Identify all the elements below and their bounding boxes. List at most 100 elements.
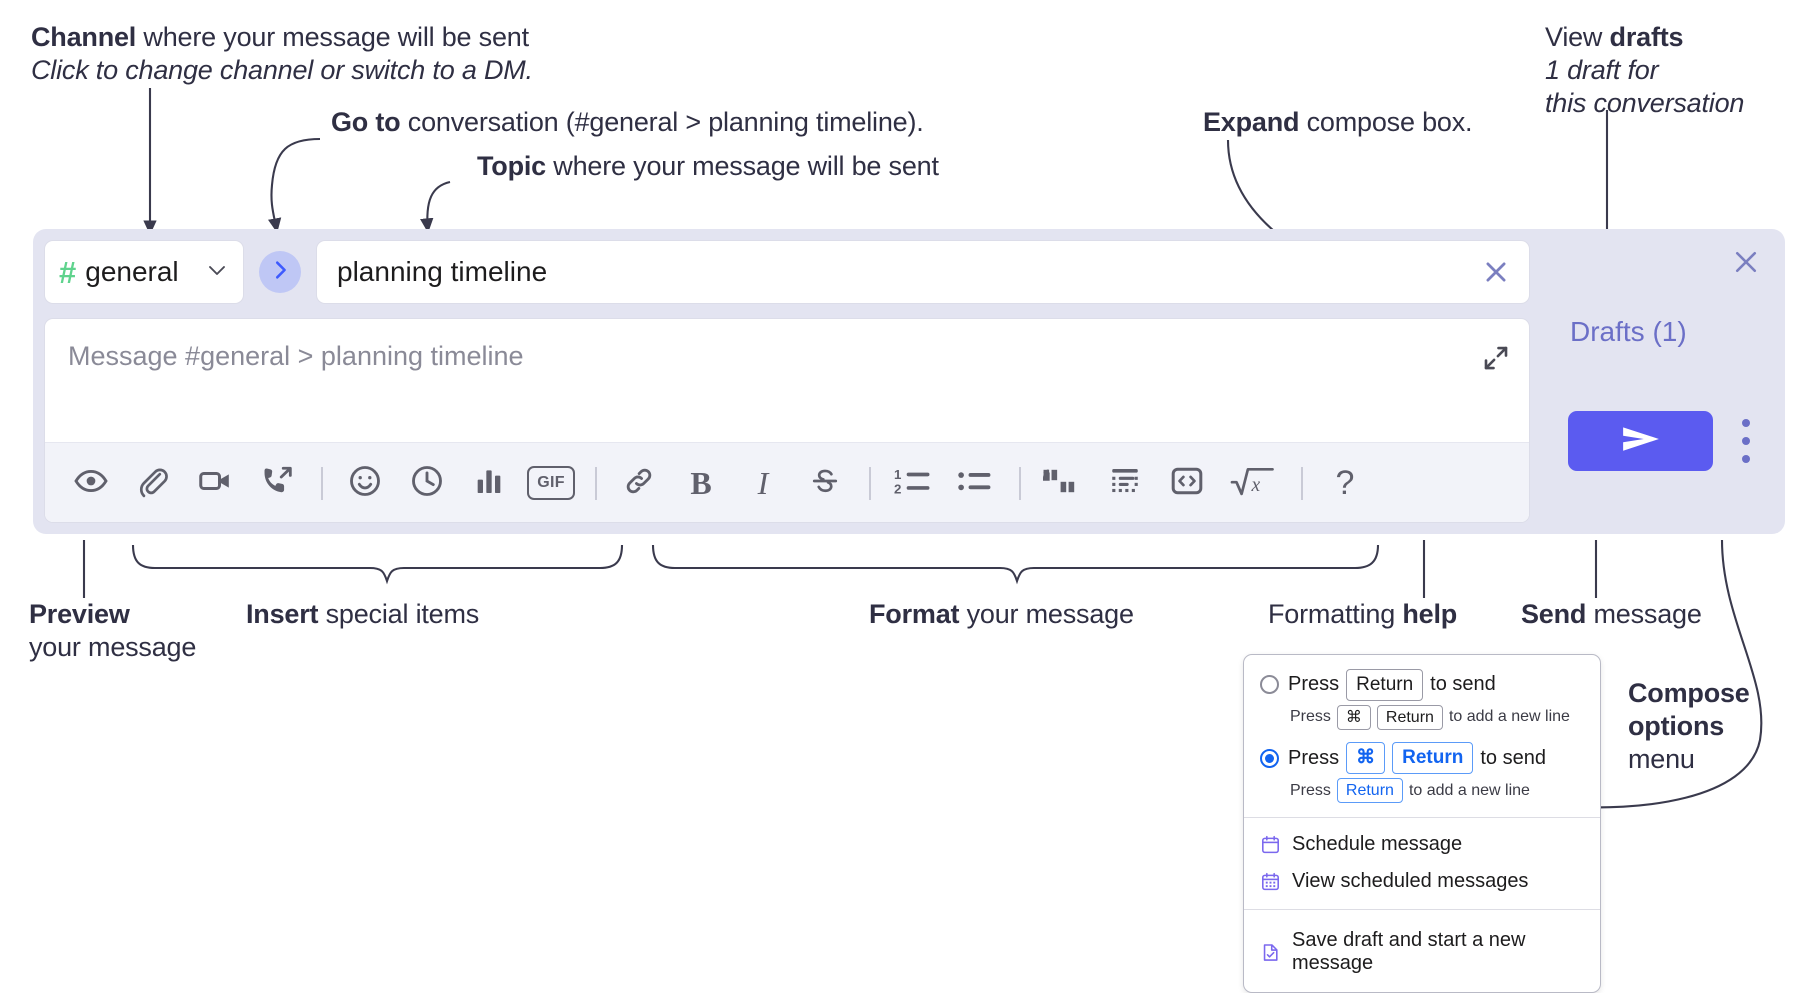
topic-input[interactable] [335,255,1479,289]
channel-selector[interactable]: # general [44,240,244,304]
video-button[interactable] [191,459,239,507]
strikethrough-button[interactable] [801,459,849,507]
message-input-area[interactable]: Message #general > planning timeline [45,319,1529,442]
square-root-x-icon: x [1230,463,1276,504]
annotation-expand-rest: compose box. [1299,107,1473,137]
annotation-goto: Go to conversation (#general > planning … [331,106,924,139]
menu-item-label: View scheduled messages [1292,870,1529,893]
annotation-compose-options-rest: menu [1628,743,1695,774]
annotation-insert-bold: Insert [246,599,319,629]
audio-button[interactable] [253,459,301,507]
draft-section: Save draft and start a new message [1244,910,1600,992]
option2-key-cmd: ⌘ [1346,742,1386,774]
eye-icon [73,463,109,504]
annotation-drafts-italic2: this conversation [1545,87,1745,118]
channel-name: general [85,256,179,287]
gif-icon: GIF [527,466,575,500]
annotation-expand: Expand compose box. [1203,106,1473,139]
annotation-format: Format your message [869,598,1134,631]
more-options-icon [1742,437,1750,445]
annotation-goto-rest: conversation (#general > planning timeli… [400,107,924,137]
send-option-return[interactable]: Press Return to send [1260,669,1586,701]
emoji-button[interactable] [341,459,389,507]
goto-conversation-button[interactable] [259,251,301,293]
annotation-topic-rest: where your message will be sent [546,151,939,181]
paper-plane-icon [1619,422,1663,461]
menu-item-save-draft[interactable]: Save draft and start a new message [1244,919,1600,982]
annotation-help-bold: help [1402,599,1458,629]
clock-icon [409,463,445,504]
gif-button[interactable]: GIF [527,459,575,507]
poll-button[interactable] [465,459,513,507]
annotation-topic: Topic where your message will be sent [477,150,939,183]
message-placeholder: Message #general > planning timeline [68,341,524,371]
bulleted-list-button[interactable] [951,459,999,507]
math-button[interactable]: x [1225,459,1281,507]
option1-sub-key-return: Return [1376,704,1443,731]
compose-panel: # general [33,229,1785,534]
calendar-grid-icon [1260,871,1281,892]
option1-tosend-label: to send [1430,673,1496,696]
send-shortcut-options: Press Return to send Press ⌘ Return to a… [1244,655,1600,817]
code-block-button[interactable] [1101,459,1149,507]
reminder-button[interactable] [403,459,451,507]
menu-divider [1244,909,1600,911]
annotation-drafts-lead: View [1545,22,1610,52]
annotation-format-rest: your message [959,599,1134,629]
blockquote-button[interactable] [1039,459,1087,507]
menu-item-schedule-message[interactable]: Schedule message [1244,823,1600,863]
annotation-compose-options-bold2: options [1628,710,1725,741]
help-button[interactable]: ? [1321,459,1369,507]
topic-clear-button[interactable] [1479,255,1513,289]
radio-cmd-return[interactable] [1260,748,1279,768]
option2-tosend-label: to send [1480,746,1546,769]
annotation-channel: Channel where your message will be sent … [31,21,533,87]
annotated-screenshot: Channel where your message will be sent … [29,21,1785,993]
compose-header-row: # general [44,240,1530,304]
option1-subtext: Press ⌘ Return to add a new line [1290,704,1586,731]
radio-return[interactable] [1260,675,1279,695]
annotation-format-bold: Format [869,599,960,629]
strikethrough-icon [808,464,842,503]
topic-field[interactable] [316,240,1530,304]
annotation-compose-options-bold1: Compose [1628,678,1750,708]
code-button[interactable] [1163,459,1211,507]
annotation-help: Formatting help [1268,598,1457,631]
link-button[interactable] [615,459,663,507]
ordered-list-button[interactable]: 1 2 [889,459,937,507]
code-icon [1169,463,1205,504]
annotation-channel-bold: Channel [31,22,137,52]
toolbar-separator [595,466,597,500]
preview-button[interactable] [67,459,115,507]
more-options-icon [1742,419,1750,427]
code-block-icon [1108,464,1142,503]
compose-options-menu: Press Return to send Press ⌘ Return to a… [1243,654,1601,993]
formatting-toolbar: GIF B [45,442,1529,522]
annotation-drafts-bold: drafts [1609,22,1684,52]
expand-compose-button[interactable] [1481,343,1511,373]
bold-button[interactable]: B [677,459,725,507]
option2-sub-press: Press [1290,781,1331,799]
annotation-compose-options: Compose options menu [1628,677,1750,776]
send-button[interactable] [1568,411,1713,471]
compose-options-button[interactable] [1733,419,1759,463]
drafts-link[interactable]: Drafts (1) [1570,316,1687,347]
menu-item-view-scheduled-messages[interactable]: View scheduled messages [1244,863,1600,900]
document-check-icon [1260,942,1281,963]
svg-text:x: x [1251,474,1261,495]
option2-key-return: Return [1392,742,1474,774]
menu-divider [1244,817,1600,819]
italic-button[interactable]: I [739,459,787,507]
send-option-cmd-return[interactable]: Press ⌘ Return to send [1260,742,1586,774]
question-mark-icon: ? [1335,463,1355,502]
italic-icon: I [757,464,769,501]
schedule-section: Schedule message View [1244,818,1600,909]
option2-press-label: Press [1288,746,1340,769]
annotation-channel-italic: Click to change channel or switch to a D… [31,54,533,85]
annotation-topic-bold: Topic [477,151,546,181]
toolbar-separator [1019,466,1021,500]
attach-button[interactable] [129,459,177,507]
menu-item-label: Save draft and start a new message [1292,929,1526,975]
panel-close-button[interactable] [1729,245,1763,279]
option1-key-return: Return [1346,669,1424,701]
